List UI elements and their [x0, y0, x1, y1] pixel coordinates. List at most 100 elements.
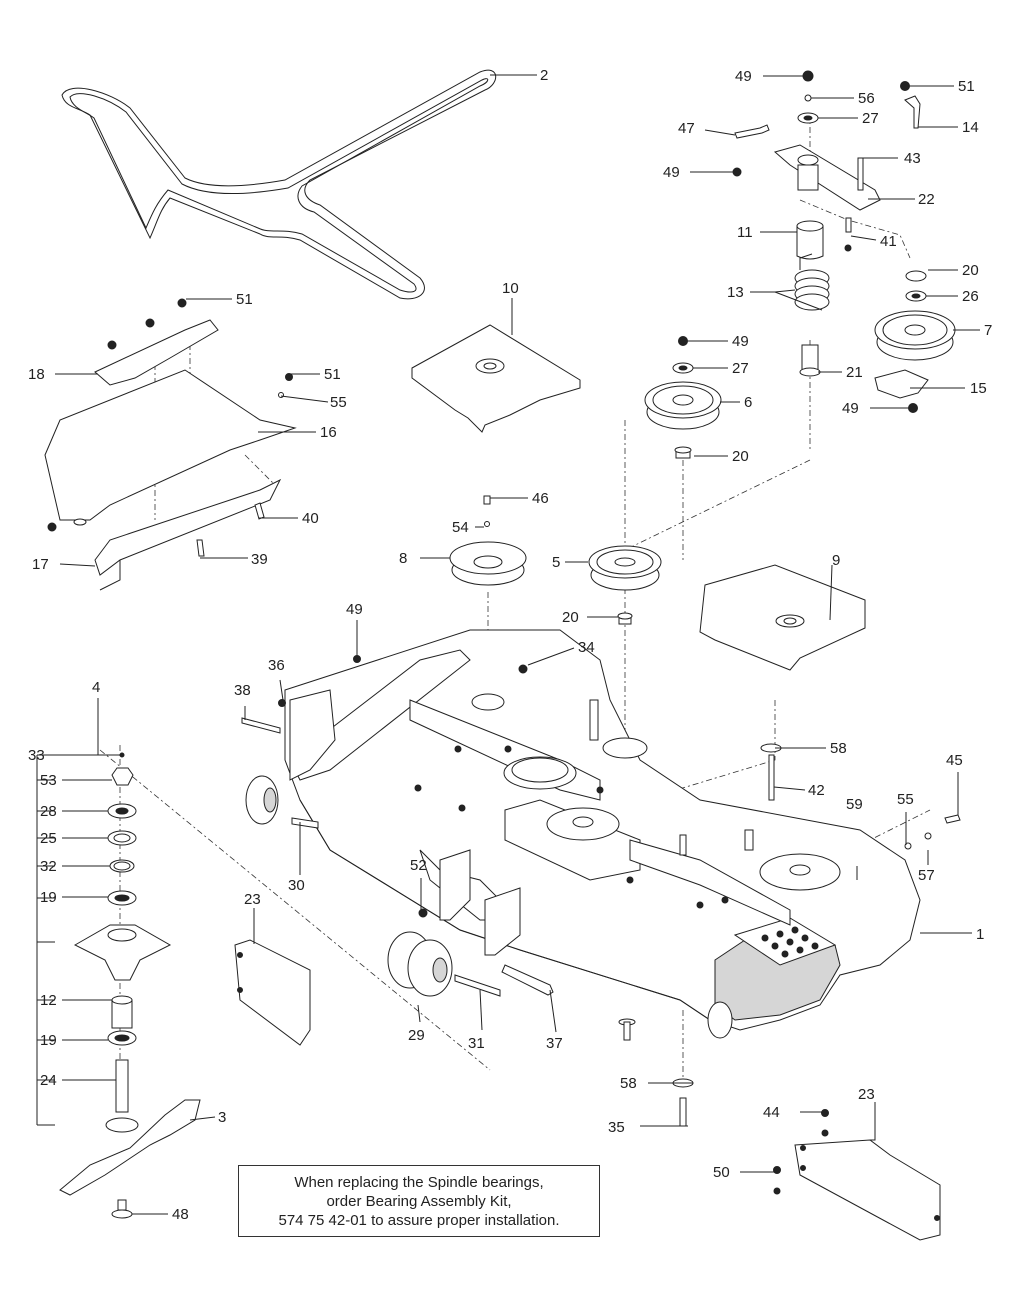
callout-21: 21	[846, 364, 863, 381]
callout-16: 16	[320, 424, 337, 441]
note-line-3: 574 75 42-01 to assure proper installati…	[278, 1211, 560, 1229]
callout-31: 31	[468, 1035, 485, 1052]
callout-36: 36	[268, 657, 285, 674]
baffle-23-left	[234, 939, 311, 1046]
callout-49-pulley-6: 49	[732, 333, 749, 350]
callout-6: 6	[744, 394, 752, 411]
callout-40: 40	[302, 510, 319, 527]
callout-52: 52	[410, 857, 427, 874]
note-line-2: order Bearing Assembly Kit,	[326, 1192, 512, 1210]
callout-59: 59	[846, 796, 863, 813]
callout-5: 5	[552, 554, 560, 571]
callout-58-lower: 58	[620, 1075, 637, 1092]
callout-29: 29	[408, 1027, 425, 1044]
callout-49-bracket-15: 49	[842, 400, 859, 417]
callout-33: 33	[28, 747, 45, 764]
pin-37	[501, 964, 554, 996]
callout-30: 30	[288, 877, 305, 894]
callout-8: 8	[399, 550, 407, 567]
callout-20-pulley-6: 20	[732, 448, 749, 465]
axle-30	[291, 817, 319, 829]
callout-44: 44	[763, 1104, 780, 1121]
callout-56: 56	[858, 90, 875, 107]
idler-pulley-6-stack	[644, 336, 722, 459]
bolt-43	[857, 157, 864, 191]
callout-20-pulley-5: 20	[562, 609, 579, 626]
baffle-23-right	[773, 1109, 941, 1241]
rod-14	[904, 95, 921, 129]
spindle-shaft-24	[115, 1059, 129, 1113]
spindle-housing	[73, 924, 172, 981]
callout-51-top: 51	[958, 78, 975, 95]
callout-25: 25	[40, 830, 57, 847]
idler-arm-22	[773, 144, 881, 211]
bracket-15	[874, 369, 929, 399]
callout-58-upper: 58	[830, 740, 847, 757]
spindle-pulley-8-stack	[449, 495, 527, 586]
callout-12: 12	[40, 992, 57, 1009]
axle-31	[454, 974, 501, 997]
gauge-wheel-bracket	[289, 689, 336, 781]
callout-53: 53	[40, 772, 57, 789]
callout-50: 50	[713, 1164, 730, 1181]
bolt-48	[117, 1199, 127, 1211]
deck-cover-9	[699, 564, 866, 671]
callout-19-upper: 19	[40, 889, 57, 906]
callout-23-left: 23	[244, 891, 261, 908]
callout-1: 1	[976, 926, 984, 943]
callout-22: 22	[918, 191, 935, 208]
callout-57: 57	[918, 867, 935, 884]
bolt-42	[768, 754, 775, 801]
callout-55-shield: 55	[330, 394, 347, 411]
drive-belt	[61, 69, 497, 300]
callout-49-top: 49	[735, 68, 752, 85]
torsion-spring-13	[774, 253, 830, 311]
callout-55-deck: 55	[897, 791, 914, 808]
bolt-35	[679, 1097, 687, 1127]
blade-3	[59, 1099, 201, 1196]
gauge-wheels	[245, 775, 733, 1039]
callout-28: 28	[40, 803, 57, 820]
callout-23-right: 23	[858, 1086, 875, 1103]
bolt-41	[845, 217, 852, 233]
callout-42: 42	[808, 782, 825, 799]
spindle-assembly-4	[73, 752, 172, 1133]
callout-3: 3	[218, 1109, 226, 1126]
callout-46: 46	[532, 490, 549, 507]
assembly-bracket-4	[36, 700, 99, 1126]
leader-lines	[50, 74, 980, 1215]
bolt-38	[241, 717, 281, 734]
callout-9: 9	[832, 552, 840, 569]
callout-14: 14	[962, 119, 979, 136]
note-line-1: When replacing the Spindle bearings,	[294, 1173, 544, 1191]
idler-arm-assembly	[732, 70, 956, 413]
callout-24: 24	[40, 1072, 57, 1089]
callout-48: 48	[172, 1206, 189, 1223]
callout-37: 37	[546, 1035, 563, 1052]
callout-11: 11	[737, 224, 753, 241]
callout-34: 34	[578, 639, 595, 656]
bearing-kit-note: When replacing the Spindle bearings, ord…	[238, 1165, 600, 1237]
deck-cover-10	[411, 324, 581, 433]
callout-26: 26	[962, 288, 979, 305]
callout-47: 47	[678, 120, 695, 137]
pin-47	[734, 124, 770, 139]
callout-19-lower: 19	[40, 1032, 57, 1049]
bolt-45	[944, 814, 961, 824]
callout-7: 7	[984, 322, 992, 339]
callout-51-shield-side: 51	[324, 366, 341, 383]
callout-4: 4	[92, 679, 100, 696]
callout-17: 17	[32, 556, 49, 573]
callout-45: 45	[946, 752, 963, 769]
shield-bracket-18	[94, 319, 219, 386]
idler-pulley-7	[874, 310, 956, 361]
callout-43: 43	[904, 150, 921, 167]
callout-49-arm: 49	[663, 164, 680, 181]
spindle-pulley-5-stack	[588, 545, 662, 625]
callout-38: 38	[234, 682, 251, 699]
callout-27-lower: 27	[732, 360, 749, 377]
callout-10: 10	[502, 280, 519, 297]
callout-54: 54	[452, 519, 469, 536]
shield-plate-17	[94, 478, 282, 576]
